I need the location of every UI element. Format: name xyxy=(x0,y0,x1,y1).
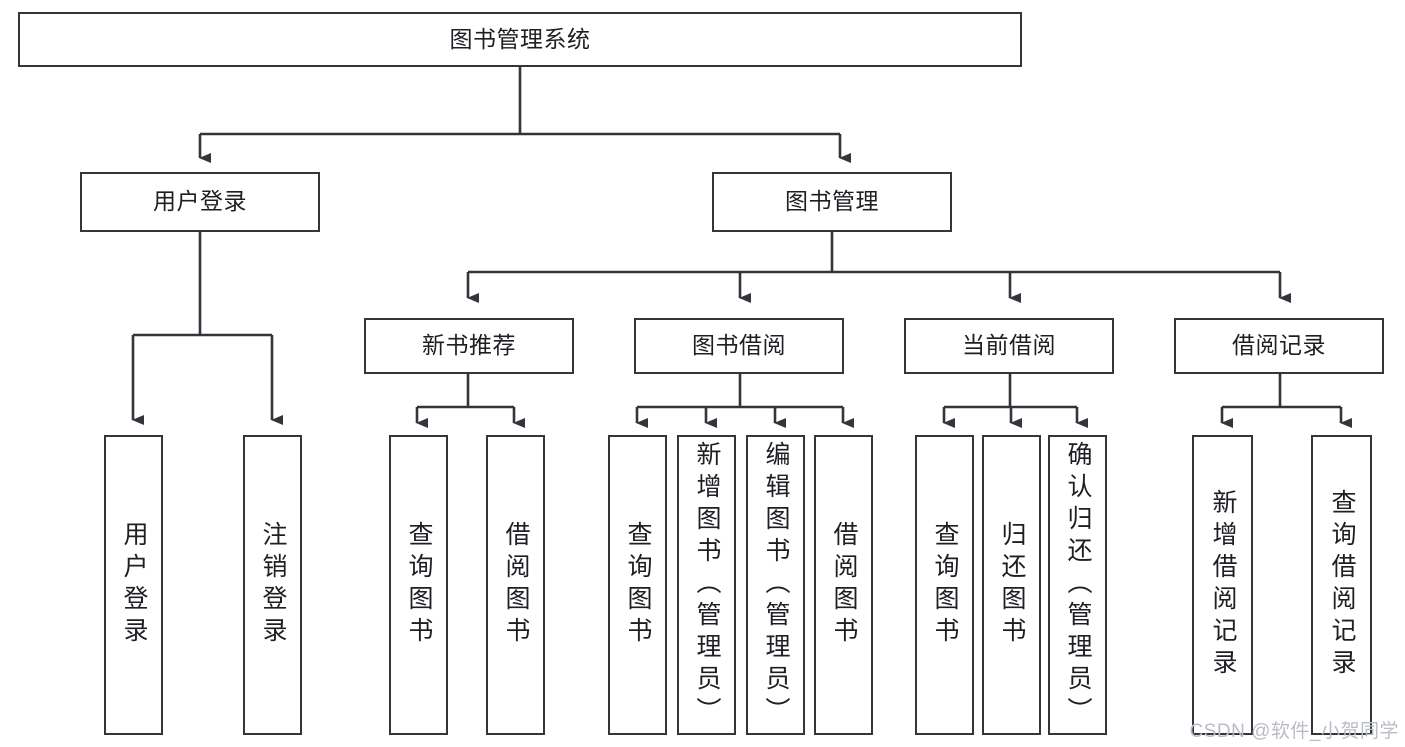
node-label: 编辑图书（管理员） xyxy=(762,441,790,729)
leaf-recommend-borrow-book[interactable]: 借阅图书 xyxy=(486,435,545,735)
node-label: 归还图书 xyxy=(998,521,1026,649)
node-label: 查询图书 xyxy=(624,521,652,649)
node-new-book-recommend[interactable]: 新书推荐 xyxy=(364,318,574,374)
leaf-recommend-query-book[interactable]: 查询图书 xyxy=(389,435,448,735)
watermark-text: CSDN @软件_小贺同学 xyxy=(1189,721,1399,742)
node-user-login[interactable]: 用户登录 xyxy=(80,172,320,232)
node-label: 借阅图书 xyxy=(830,521,858,649)
node-current-borrow[interactable]: 当前借阅 xyxy=(904,318,1114,374)
node-borrow-record[interactable]: 借阅记录 xyxy=(1174,318,1384,374)
node-label: 查询图书 xyxy=(405,521,433,649)
leaf-user-logout[interactable]: 注销登录 xyxy=(243,435,302,735)
node-root-book-management-system[interactable]: 图书管理系统 xyxy=(18,12,1022,67)
node-label: 新书推荐 xyxy=(422,332,516,359)
node-label: 图书管理 xyxy=(785,188,879,215)
node-label: 查询借阅记录 xyxy=(1328,489,1356,681)
leaf-current-query-book[interactable]: 查询图书 xyxy=(915,435,974,735)
leaf-borrow-borrow-book[interactable]: 借阅图书 xyxy=(814,435,873,735)
node-label: 新增图书（管理员） xyxy=(693,441,721,729)
leaf-current-return-book[interactable]: 归还图书 xyxy=(982,435,1041,735)
node-label: 借阅记录 xyxy=(1232,332,1326,359)
node-label: 注销登录 xyxy=(259,521,287,649)
node-book-management[interactable]: 图书管理 xyxy=(712,172,952,232)
node-label: 借阅图书 xyxy=(502,521,530,649)
node-label: 确认归还（管理员） xyxy=(1064,441,1092,729)
node-label: 新增借阅记录 xyxy=(1209,489,1237,681)
leaf-record-add-borrow-record[interactable]: 新增借阅记录 xyxy=(1192,435,1253,735)
leaf-current-confirm-return-admin[interactable]: 确认归还（管理员） xyxy=(1048,435,1107,735)
node-label: 当前借阅 xyxy=(962,332,1056,359)
node-label: 用户登录 xyxy=(153,188,247,215)
leaf-borrow-query-book[interactable]: 查询图书 xyxy=(608,435,667,735)
node-label: 图书管理系统 xyxy=(449,25,591,52)
leaf-record-query-borrow-record[interactable]: 查询借阅记录 xyxy=(1311,435,1372,735)
node-label: 用户登录 xyxy=(120,521,148,649)
node-book-borrow[interactable]: 图书借阅 xyxy=(634,318,844,374)
node-label: 图书借阅 xyxy=(692,332,786,359)
node-label: 查询图书 xyxy=(931,521,959,649)
leaf-borrow-add-book-admin[interactable]: 新增图书（管理员） xyxy=(677,435,736,735)
leaf-user-login[interactable]: 用户登录 xyxy=(104,435,163,735)
leaf-borrow-edit-book-admin[interactable]: 编辑图书（管理员） xyxy=(746,435,805,735)
